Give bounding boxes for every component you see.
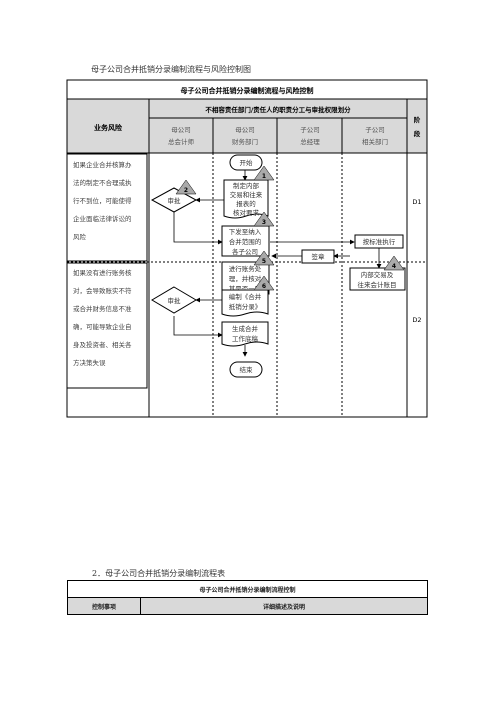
svg-text:签章: 签章 <box>312 252 326 261</box>
control-point-badge-5 <box>253 250 275 266</box>
risk-text-1: 如果企业合并核算办 法的制定不合理或执 行不到位，可能使得 企业面临法律诉讼的 … <box>73 160 132 241</box>
col2-line1: 母公司 <box>235 126 255 134</box>
sign-node <box>301 249 335 264</box>
control-point-badge-2 <box>175 179 197 195</box>
control-point-badge-1 <box>253 165 275 181</box>
svg-text:进行账务处: 进行账务处 <box>229 264 262 273</box>
svg-text:企业面临法律诉讼的: 企业面临法律诉讼的 <box>73 214 132 223</box>
svg-text:方决策失误: 方决策失误 <box>73 358 106 367</box>
svg-text:制定内部: 制定内部 <box>233 181 260 190</box>
col3-line2: 总经理 <box>300 137 320 146</box>
approve-diamond-2 <box>151 286 197 314</box>
page-title: 母子公司合并抵销分录编制流程与风险控制图 <box>91 65 251 74</box>
svg-text:下发至纳入: 下发至纳入 <box>229 227 262 236</box>
svg-text:风险: 风险 <box>73 232 87 241</box>
col4-line1: 子公司 <box>365 126 385 134</box>
svg-text:行不到位，可能使得: 行不到位，可能使得 <box>73 196 132 205</box>
risk-header: 业务风险 <box>94 123 123 132</box>
start-label: 开始 <box>240 158 254 167</box>
risk-text-2: 如果没有进行账务核 对，会导致账实不符 或合并财务信息不准 确，可能导致企业自 … <box>73 268 132 367</box>
col3-line1: 子公司 <box>300 126 320 134</box>
section-2-title: 2．母子公司合并抵销分录编制流程表 <box>92 569 226 578</box>
svg-text:抵销分录》: 抵销分录》 <box>229 302 262 311</box>
svg-text:理，并核对: 理，并核对 <box>229 274 262 283</box>
stage-d1: D1 <box>412 198 421 206</box>
start-node <box>229 154 263 171</box>
svg-text:内部交易及: 内部交易及 <box>361 270 394 279</box>
svg-text:1: 1 <box>262 173 266 180</box>
svg-text:各子公司: 各子公司 <box>232 247 258 256</box>
end-node <box>229 361 263 378</box>
svg-text:生成合并: 生成合并 <box>232 324 259 333</box>
svg-text:身及投资者、相关各: 身及投资者、相关各 <box>73 340 132 349</box>
control-table: 母子公司合并抵销分录编制流程控制 控制事项 详细描述及说明 <box>67 580 428 615</box>
svg-text:交易和往来: 交易和往来 <box>230 190 263 199</box>
compile-entries-node <box>221 289 269 317</box>
execute-standard-node <box>354 234 404 249</box>
svg-text:5: 5 <box>262 258 266 265</box>
svg-text:对，会导致账实不符: 对，会导致账实不符 <box>73 286 132 295</box>
svg-text:编制《合并: 编制《合并 <box>229 292 262 301</box>
risk-header-cell <box>66 98 150 154</box>
approve-label-1: 审批 <box>168 196 182 205</box>
col4-line2: 相关部门 <box>362 137 388 146</box>
flow-title: 母子公司合并抵销分录编制流程与风险控制 <box>181 86 314 95</box>
stage-header-cell <box>406 98 428 154</box>
svg-text:如果企业合并核算办: 如果企业合并核算办 <box>73 160 132 169</box>
column-headers: 母公司 总会计师 母公司 财务部门 子公司 总经理 子公司 相关部门 <box>148 117 408 154</box>
control-table-col2: 详细描述及说明 <box>140 597 428 615</box>
svg-text:3: 3 <box>262 219 266 226</box>
svg-text:核对要求: 核对要求 <box>233 208 260 217</box>
control-table-title: 母子公司合并抵销分录编制流程控制 <box>67 580 428 598</box>
division-header: 不相容责任部门/责任人的职责分工与审批权限划分 <box>205 105 351 114</box>
svg-text:如果没有进行账务核: 如果没有进行账务核 <box>73 268 132 277</box>
issue-to-subsidiaries-node <box>221 225 270 257</box>
svg-text:确，可能导致企业自: 确，可能导致企业自 <box>73 322 132 331</box>
svg-text:法的制定不合理或执: 法的制定不合理或执 <box>73 178 132 187</box>
svg-text:往来会计账目: 往来会计账目 <box>358 280 397 289</box>
control-point-badge-3 <box>253 211 275 227</box>
svg-text:结束: 结束 <box>240 365 254 374</box>
svg-text:2: 2 <box>184 187 188 194</box>
risk-box-2 <box>66 262 148 389</box>
svg-text:或合并财务信息不准: 或合并财务信息不准 <box>73 304 132 313</box>
svg-text:其是否一致: 其是否一致 <box>229 284 262 293</box>
svg-text:6: 6 <box>262 283 266 290</box>
svg-text:合并范围的: 合并范围的 <box>229 237 262 246</box>
control-table-col1: 控制事项 <box>67 597 141 615</box>
control-point-badge-6 <box>253 275 275 291</box>
svg-text:工作底稿: 工作底稿 <box>232 334 259 343</box>
approve-label-2: 审批 <box>168 296 182 305</box>
stage-header-2: 段 <box>414 129 421 138</box>
col1-line1: 母公司 <box>171 126 191 134</box>
stage-d2: D2 <box>412 316 421 324</box>
control-point-badge-4 <box>383 255 405 271</box>
col1-line2: 总会计师 <box>168 137 195 146</box>
col2-line2: 财务部门 <box>232 137 258 146</box>
ledger-summary-node <box>349 267 406 291</box>
stage-header-1: 阶 <box>414 115 421 124</box>
workpaper-node <box>221 321 269 347</box>
svg-text:按标准执行: 按标准执行 <box>363 237 396 246</box>
risk-box-1 <box>66 153 148 262</box>
svg-text:4: 4 <box>392 263 396 270</box>
svg-text:报表的: 报表的 <box>236 199 256 208</box>
